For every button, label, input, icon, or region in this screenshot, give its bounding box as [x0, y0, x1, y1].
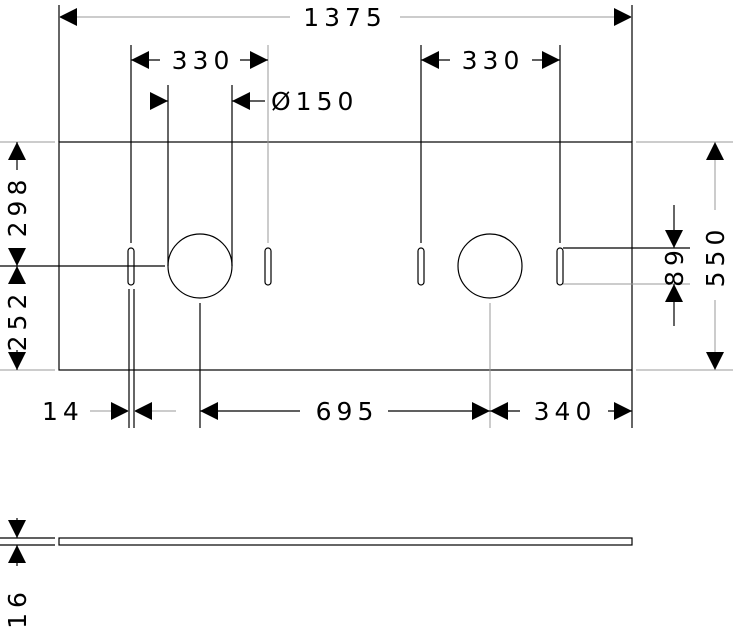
plate-front-view: [58, 141, 633, 371]
dimension-right-spacing: 330: [421, 46, 560, 75]
dimension-overall-width: 1375: [59, 3, 632, 32]
dimension-label: 298: [3, 175, 32, 238]
dimension-label: 330: [462, 46, 525, 75]
dimension-label: 16: [3, 587, 32, 629]
dimension-bottom-row: 14 695 340: [42, 397, 632, 426]
dimension-left-heights: 298 252: [3, 142, 32, 370]
dimension-label: Ø150: [271, 87, 358, 116]
slot: [417, 247, 425, 286]
dimension-label: 1375: [303, 3, 387, 32]
dimension-slot-length: 89: [660, 205, 689, 326]
dimension-label: 14: [42, 397, 84, 426]
dimension-overall-height: 550: [701, 142, 730, 370]
dimension-label: 330: [172, 46, 235, 75]
slot: [556, 247, 564, 286]
hole-right: [457, 233, 523, 299]
dimension-label: 550: [701, 225, 730, 288]
dimension-left-spacing: 330: [131, 46, 268, 75]
plate-side-view: [58, 537, 633, 546]
dimension-thickness: 16: [3, 518, 32, 629]
dimension-label: 252: [3, 289, 32, 352]
extension-lines: [0, 5, 733, 546]
hole-left: [167, 233, 233, 299]
dimension-label: 340: [534, 397, 597, 426]
dimension-label: 89: [660, 245, 689, 287]
slot: [264, 247, 272, 286]
dimension-label: 695: [316, 397, 379, 426]
dimension-hole-diameter: Ø150: [150, 87, 358, 116]
